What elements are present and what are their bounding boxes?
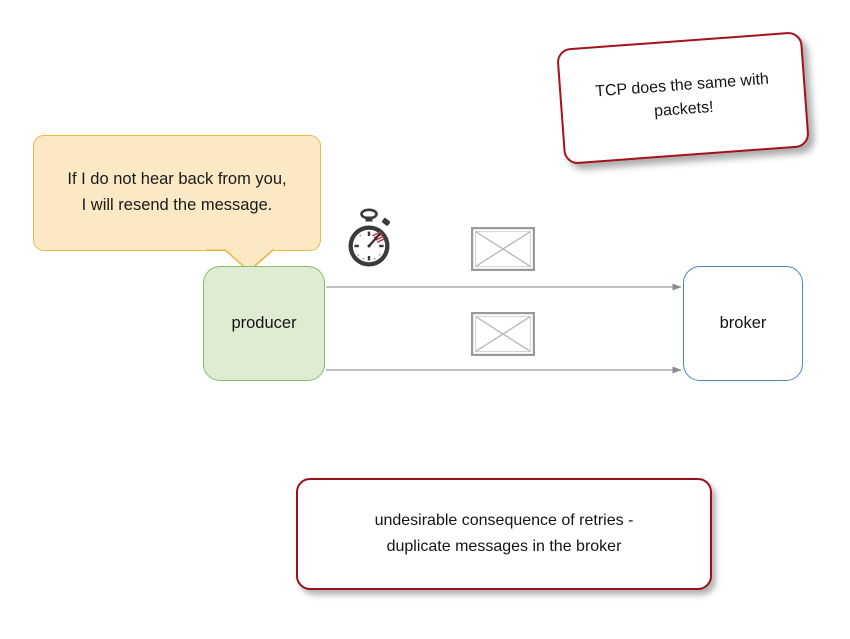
stopwatch-icon <box>348 208 391 267</box>
note-card-tcp: TCP does the same with packets! <box>556 31 810 165</box>
producer-speech-bubble: If I do not hear back from you, I will r… <box>33 135 321 272</box>
node-producer-label: producer <box>231 314 297 332</box>
note-card-consequence-face: undesirable consequence of retries - dup… <box>296 478 712 590</box>
note-card-consequence: undesirable consequence of retries - dup… <box>296 478 712 590</box>
note-card-tcp-face: TCP does the same with packets! <box>556 31 810 165</box>
speech-bubble-body: If I do not hear back from you, I will r… <box>33 135 321 251</box>
message-placeholder-icon-bottom <box>471 312 535 356</box>
node-broker-label: broker <box>719 314 767 332</box>
note-card-tcp-text: TCP does the same with packets! <box>594 70 770 121</box>
node-broker[interactable]: broker <box>683 266 803 381</box>
note-card-consequence-text: undesirable consequence of retries - dup… <box>374 512 634 555</box>
node-producer[interactable]: producer <box>203 266 325 381</box>
message-placeholder-icon-top <box>471 227 535 271</box>
speech-bubble-text: If I do not hear back from you, I will r… <box>67 170 287 214</box>
